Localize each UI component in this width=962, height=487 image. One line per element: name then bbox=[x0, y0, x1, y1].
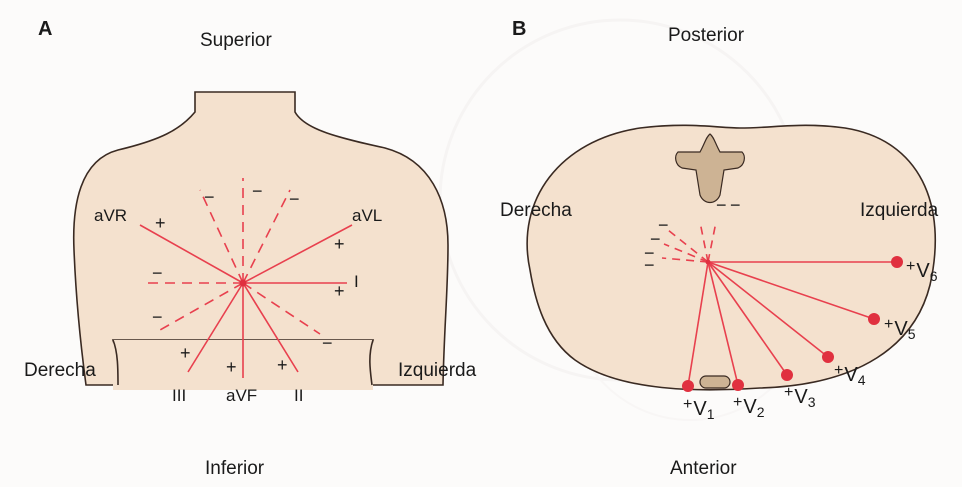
sign-plus-avl: + bbox=[334, 235, 345, 253]
label-posterior: Posterior bbox=[668, 25, 744, 47]
v3-plus: + bbox=[784, 384, 793, 401]
lead-label-v3: +V3 bbox=[784, 384, 815, 410]
sign-plus-iii: + bbox=[180, 344, 191, 362]
lead-label-v4: +V4 bbox=[834, 362, 865, 388]
sign-plus-i: + bbox=[334, 282, 345, 300]
lead-label-v6: +V6 bbox=[906, 258, 937, 284]
sign-minus-b2: − bbox=[730, 196, 741, 214]
sign-plus-avf: + bbox=[226, 358, 237, 376]
v3-prefix: V bbox=[794, 386, 807, 408]
v2-plus: + bbox=[733, 394, 742, 411]
v2-index: 2 bbox=[757, 404, 765, 420]
sternum bbox=[700, 376, 730, 388]
label-superior: Superior bbox=[200, 30, 272, 52]
electrode-v2 bbox=[732, 379, 744, 391]
sign-minus-b6: − bbox=[644, 256, 655, 274]
panel-b-letter: B bbox=[512, 18, 526, 41]
sign-minus-avl: − bbox=[152, 308, 163, 326]
electrode-v1 bbox=[682, 380, 694, 392]
lead-label-avf: aVF bbox=[226, 386, 257, 406]
panel-b-section bbox=[527, 125, 935, 392]
sign-minus-avf: − bbox=[252, 182, 263, 200]
lead-label-i: I bbox=[354, 272, 359, 292]
sign-minus-b1: − bbox=[716, 196, 727, 214]
label-izquierda-a: Izquierda bbox=[398, 360, 476, 382]
label-izquierda-b: Izquierda bbox=[860, 200, 938, 222]
v1-index: 1 bbox=[707, 406, 715, 422]
transverse-center-dot bbox=[706, 260, 711, 265]
v6-prefix: V bbox=[916, 260, 929, 282]
sign-plus-ii: + bbox=[277, 356, 288, 374]
sign-plus-avr: + bbox=[155, 214, 166, 232]
sign-minus-iii: − bbox=[289, 190, 300, 208]
electrode-v6 bbox=[891, 256, 903, 268]
electrode-v5 bbox=[868, 313, 880, 325]
lead-label-v5: +V5 bbox=[884, 316, 915, 342]
sign-minus-ii: − bbox=[204, 188, 215, 206]
panel-a-letter: A bbox=[38, 18, 52, 41]
v1-plus: + bbox=[683, 396, 692, 413]
lead-label-avr: aVR bbox=[94, 206, 127, 226]
v6-plus: + bbox=[906, 258, 915, 275]
label-derecha-a: Derecha bbox=[24, 360, 96, 382]
lead-label-ii: II bbox=[294, 386, 303, 406]
lead-label-v1: +V1 bbox=[683, 396, 714, 422]
v5-prefix: V bbox=[894, 318, 907, 340]
v2-prefix: V bbox=[743, 396, 756, 418]
v5-index: 5 bbox=[908, 326, 916, 342]
v4-index: 4 bbox=[858, 372, 866, 388]
label-inferior: Inferior bbox=[205, 458, 264, 480]
electrode-v3 bbox=[781, 369, 793, 381]
sign-minus-avr: − bbox=[322, 334, 333, 352]
v6-index: 6 bbox=[930, 268, 938, 284]
v1-prefix: V bbox=[693, 398, 706, 420]
lead-label-avl: aVL bbox=[352, 206, 382, 226]
sign-minus-i: − bbox=[152, 264, 163, 282]
v5-plus: + bbox=[884, 316, 893, 333]
lead-label-v2: +V2 bbox=[733, 394, 764, 420]
v4-prefix: V bbox=[844, 364, 857, 386]
label-anterior: Anterior bbox=[670, 458, 737, 480]
label-derecha-b: Derecha bbox=[500, 200, 572, 222]
v4-plus: + bbox=[834, 362, 843, 379]
electrode-v4 bbox=[822, 351, 834, 363]
frontal-center-dot bbox=[240, 280, 247, 287]
v3-index: 3 bbox=[808, 394, 816, 410]
lead-label-iii: III bbox=[172, 386, 186, 406]
